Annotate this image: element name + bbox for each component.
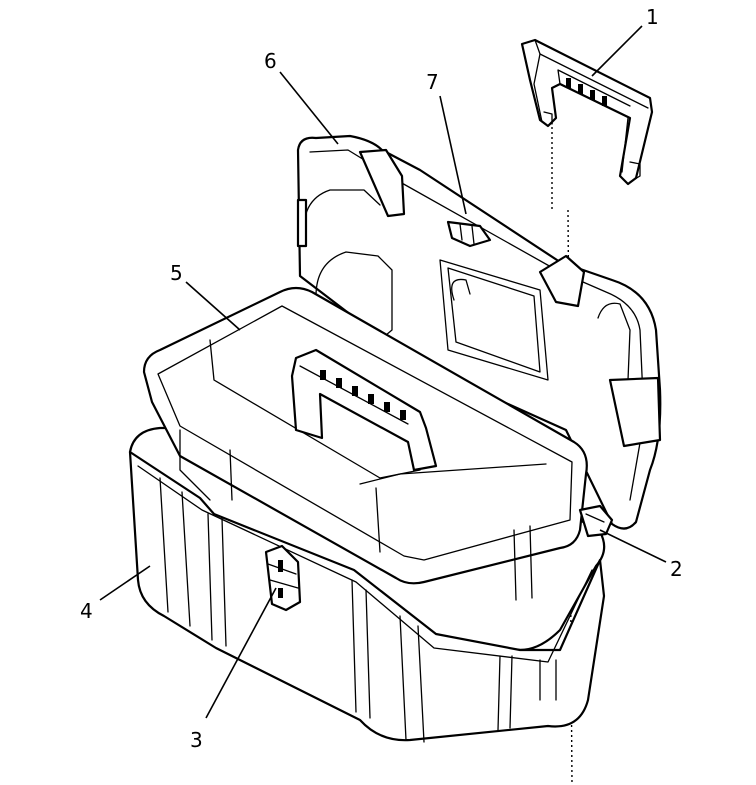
callout-1: 1 <box>646 5 659 29</box>
leader-5 <box>185 281 241 331</box>
callout-7: 7 <box>426 70 439 94</box>
leader-2 <box>599 529 667 563</box>
hinge-part <box>578 504 614 538</box>
latch-part <box>264 544 302 612</box>
tray-part <box>142 286 588 601</box>
callout-5: 5 <box>170 261 183 285</box>
leader-7 <box>439 95 467 215</box>
leader-1 <box>591 25 643 77</box>
leader-6 <box>279 71 339 145</box>
leader-3 <box>205 587 277 719</box>
leader-4 <box>99 565 151 601</box>
callout-4: 4 <box>80 599 93 623</box>
lid-part <box>296 134 662 530</box>
callout-6: 6 <box>264 49 277 73</box>
callout-2: 2 <box>670 557 683 581</box>
handle-part <box>520 38 654 186</box>
callout-3: 3 <box>190 728 203 752</box>
